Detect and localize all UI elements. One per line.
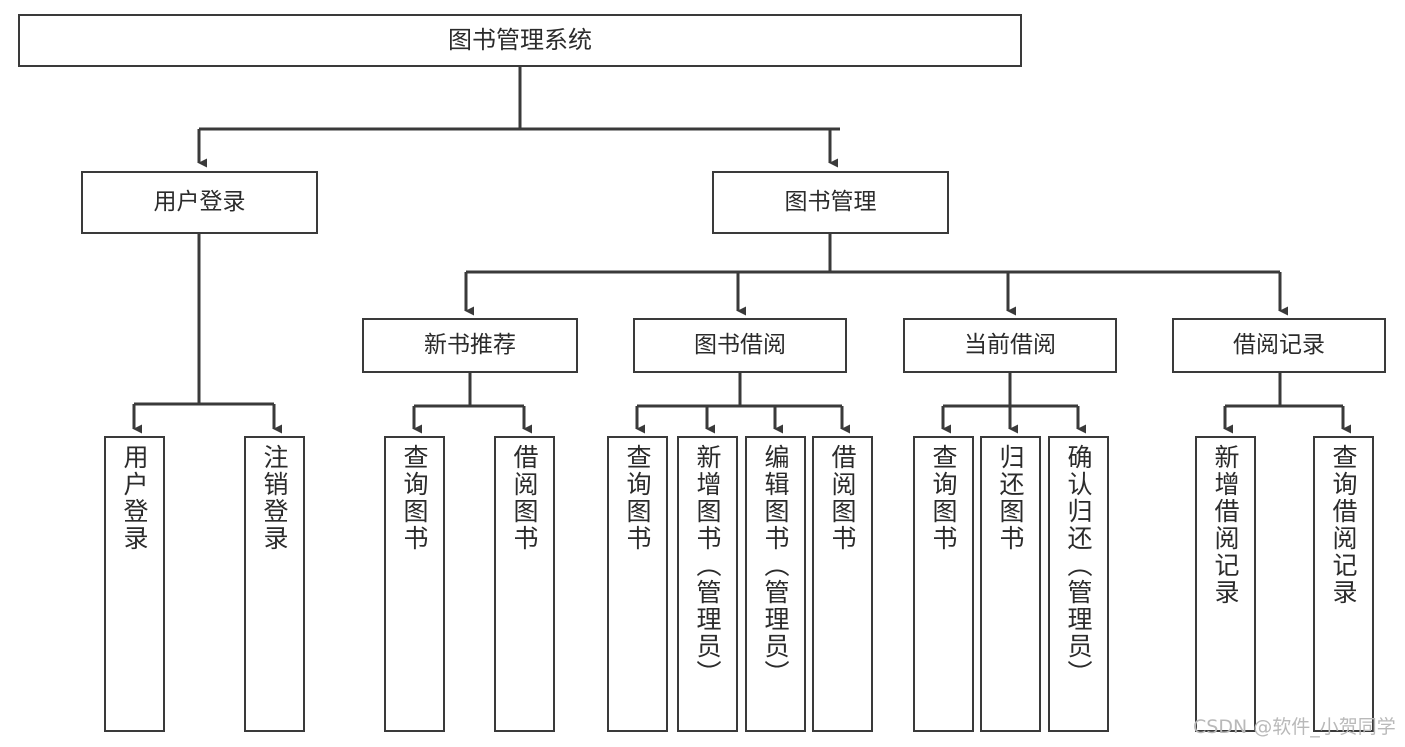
node-label: 查询借阅记录 <box>1329 444 1358 606</box>
leaf-user-login-logout[interactable]: 注销登录 <box>244 436 305 732</box>
node-label: 编辑图书（管理员） <box>761 444 790 687</box>
node-label: 当前借阅 <box>964 331 1056 358</box>
leaf-borrow-borrow-book[interactable]: 借阅图书 <box>812 436 873 732</box>
leaf-current-confirm-return-admin[interactable]: 确认归还（管理员） <box>1048 436 1109 732</box>
leaf-record-add-record[interactable]: 新增借阅记录 <box>1195 436 1256 732</box>
node-root-system[interactable]: 图书管理系统 <box>18 14 1022 67</box>
node-label: 新书推荐 <box>424 331 516 358</box>
leaf-borrow-query-book[interactable]: 查询图书 <box>607 436 668 732</box>
leaf-record-query-record[interactable]: 查询借阅记录 <box>1313 436 1374 732</box>
node-new-book-recommend[interactable]: 新书推荐 <box>362 318 578 373</box>
node-book-borrow[interactable]: 图书借阅 <box>633 318 847 373</box>
node-label: 查询图书 <box>623 444 652 552</box>
node-user-login[interactable]: 用户登录 <box>81 171 318 234</box>
node-label: 查询图书 <box>400 444 429 552</box>
node-label: 借阅图书 <box>510 444 539 552</box>
leaf-borrow-edit-book-admin[interactable]: 编辑图书（管理员） <box>745 436 806 732</box>
node-label: 图书管理 <box>784 188 877 215</box>
watermark-attribution: CSDN @软件_小贺同学 <box>1193 716 1396 738</box>
node-label: 注销登录 <box>260 444 289 552</box>
leaf-current-return-book[interactable]: 归还图书 <box>980 436 1041 732</box>
node-label: 图书管理系统 <box>448 26 592 55</box>
node-label: 用户登录 <box>120 444 149 552</box>
node-label: 新增图书（管理员） <box>693 444 722 687</box>
leaf-recommend-borrow-book[interactable]: 借阅图书 <box>494 436 555 732</box>
node-label: 借阅图书 <box>828 444 857 552</box>
node-current-borrow[interactable]: 当前借阅 <box>903 318 1117 373</box>
node-label: 借阅记录 <box>1233 331 1325 358</box>
leaf-recommend-query-book[interactable]: 查询图书 <box>384 436 445 732</box>
node-label: 查询图书 <box>929 444 958 552</box>
node-label: 新增借阅记录 <box>1211 444 1240 606</box>
leaf-borrow-add-book-admin[interactable]: 新增图书（管理员） <box>677 436 738 732</box>
node-label: 确认归还（管理员） <box>1064 444 1093 687</box>
node-label: 用户登录 <box>153 188 246 215</box>
node-book-management[interactable]: 图书管理 <box>712 171 949 234</box>
node-borrow-record[interactable]: 借阅记录 <box>1172 318 1386 373</box>
node-label: 图书借阅 <box>694 331 786 358</box>
leaf-user-login-login[interactable]: 用户登录 <box>104 436 165 732</box>
node-label: 归还图书 <box>996 444 1025 552</box>
leaf-current-query-book[interactable]: 查询图书 <box>913 436 974 732</box>
